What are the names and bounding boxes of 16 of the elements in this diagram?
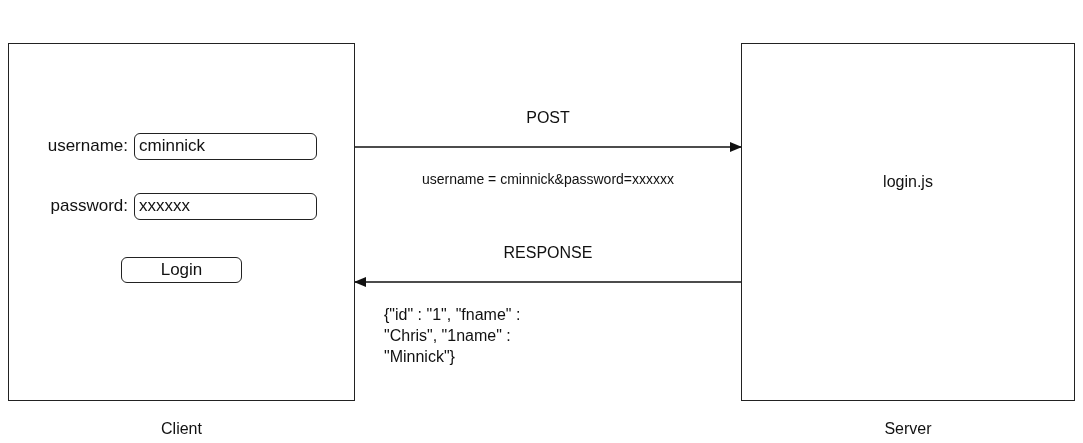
json-response: {"id" : "1", "fname" : "Chris", "1name" : "Minnick"}	[384, 305, 522, 367]
login-button: Login	[121, 257, 242, 283]
panel-box	[741, 43, 1075, 401]
panel-caption: Client	[160, 420, 203, 438]
field-label: password:	[50, 196, 128, 216]
panel-caption: Server	[883, 420, 933, 438]
arrow	[354, 142, 742, 152]
input-field: xxxxxx	[134, 193, 317, 220]
input-field: cminnick	[134, 133, 317, 160]
field-label: username:	[47, 136, 128, 156]
edge-label: POST	[525, 109, 571, 127]
edge-label: RESPONSE	[502, 244, 594, 262]
request-body: username = cminnick&password=xxxxxx	[420, 171, 676, 187]
arrow	[354, 277, 742, 287]
file-name: login.js	[882, 173, 934, 191]
panel-box	[8, 43, 355, 401]
